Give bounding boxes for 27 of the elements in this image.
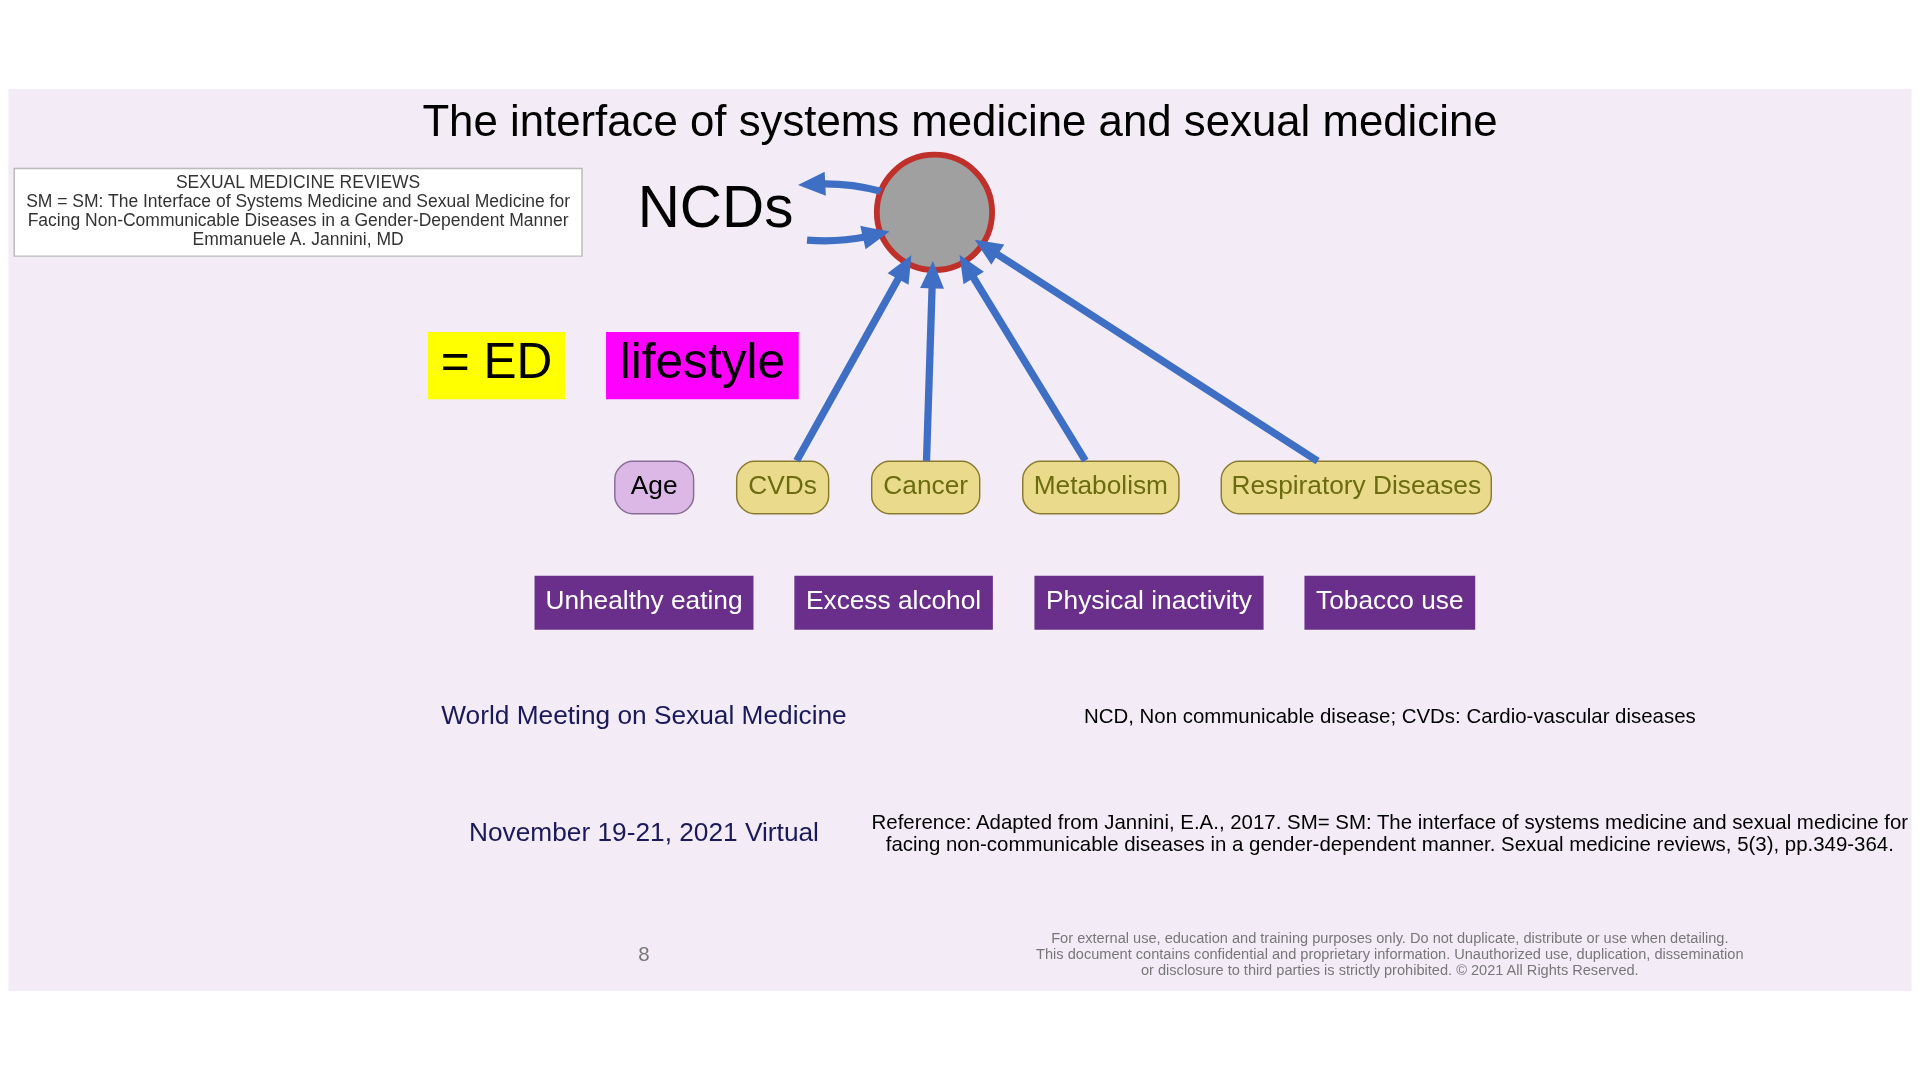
node-box: Cancer [870,460,981,515]
label: November 19-21, 2021 Virtual [469,817,819,848]
label: World Meeting on Sexual Medicine [441,700,847,731]
node-box: lifestyle [606,332,799,400]
label: Reference: Adapted from Jannini, E.A., 2017. SM= SM: The interface of systems medicine and sexual medicine for facing non-communicable diseases in a gender-dependent manner. Sexual medicine reviews, 5(3), pp.349-364. [871,811,1909,856]
node-box: Age [614,460,695,515]
label: NCD, Non communicable disease; CVDs: Cardio-vascular diseases [1083,705,1696,728]
label: For external use, education and training purposes only. Do not duplicate, distribute or use when detailing. This document contains confidential and proprietary information. Unauthorized use, duplication, dissemination or disclosure to third parties is strictly prohibited. © 2021 All Rights Reserved. [1036,929,1744,978]
arrow [974,239,1320,465]
label: Tobacco use [1316,585,1464,616]
node-circle [873,151,996,273]
node-box: Respiratory Diseases [1220,460,1492,515]
arrow [793,255,912,463]
node-box: CVDs [735,460,830,515]
arrow [806,225,890,250]
label: 8 [638,942,650,965]
diagram-title: The interface of systems medicine and sexual medicine [422,95,1498,145]
node-box: SEXUAL MEDICINE REVIEWS SM = SM: The Interface of Systems Medicine and Sexual Medicine for Facing Non-Communicable Diseases in a Gender-Dependent Manner Emmanuele A. Jannini, MD [13,167,583,257]
node-box: Metabolism [1022,460,1180,515]
label: Unhealthy eating [545,585,743,616]
label: Excess alcohol [805,585,982,616]
arrow [920,261,944,461]
arrow [797,171,882,196]
arrow [959,254,1089,463]
node-box: = ED [428,332,566,400]
node-text: NCDs [637,173,794,239]
label: Physical inactivity [1046,585,1252,616]
